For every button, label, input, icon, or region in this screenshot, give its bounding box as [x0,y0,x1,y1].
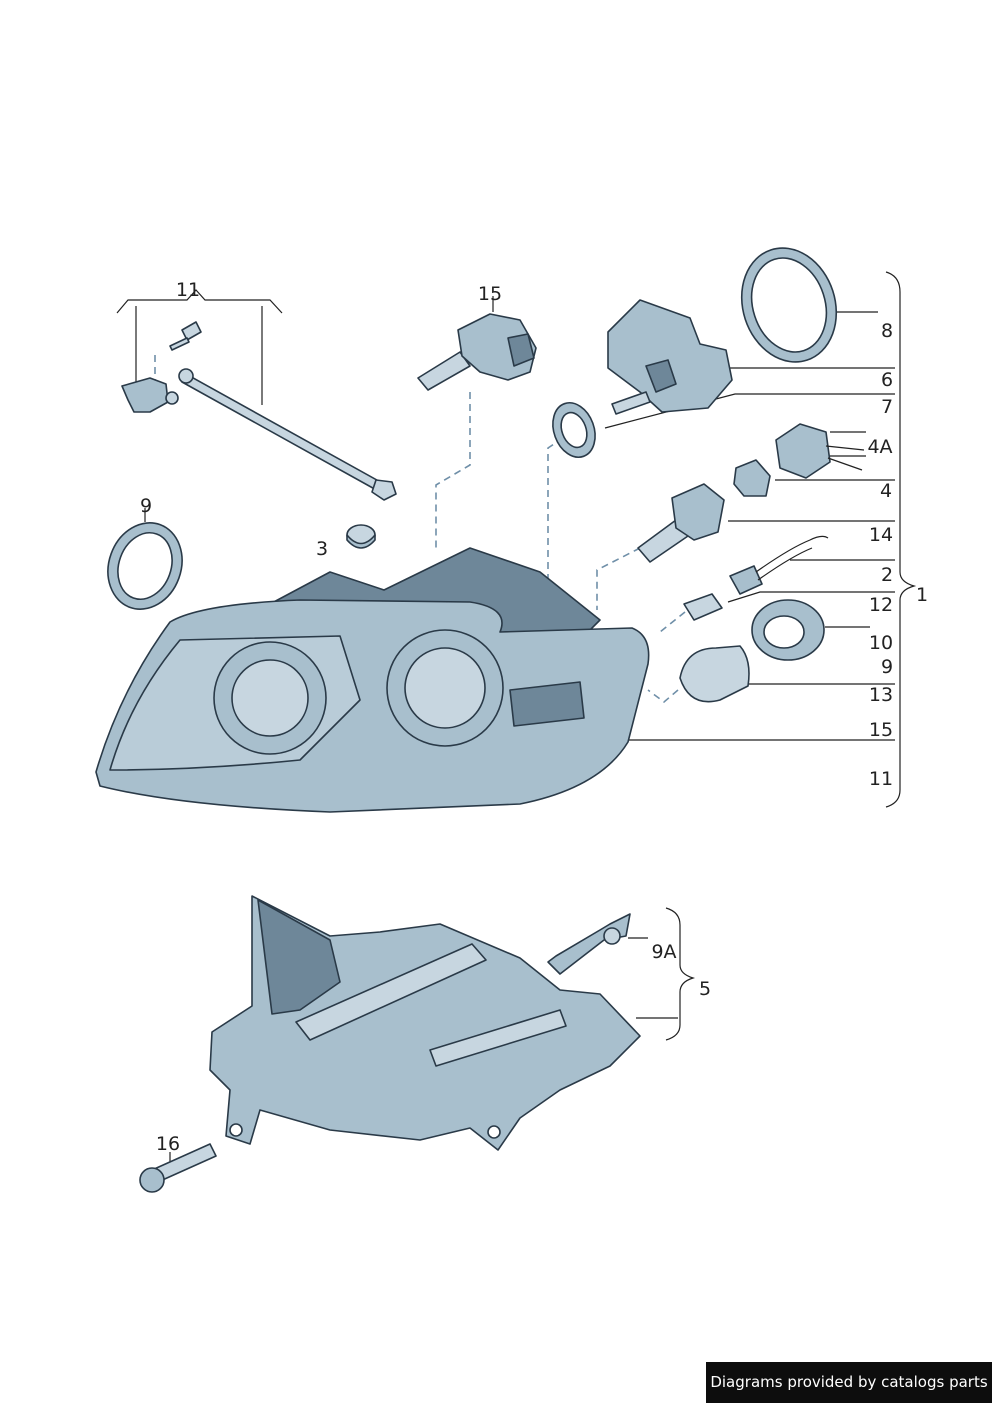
callout-4: 4 [880,480,892,502]
callout-13: 13 [869,684,893,706]
part-13-bulb [679,645,750,703]
callout-1: 1 [916,584,928,606]
callout-15-top: 15 [478,283,502,305]
callout-12: 12 [869,594,893,616]
part-4a-connector [775,423,865,479]
callout-16: 16 [156,1133,180,1155]
part-15-bulb-top [417,313,537,391]
callout-9a: 9A [651,941,676,963]
callout-4a: 4A [867,436,892,458]
leader-lines [135,296,895,1162]
callout-11-right: 11 [869,768,893,790]
callout-9-right: 9 [881,656,893,678]
part-16-screw [139,1143,217,1193]
bracket-11-top [116,289,283,314]
callout-3: 3 [316,538,328,560]
callout-6: 6 [881,369,893,391]
part-3-cap [346,524,376,549]
callout-2: 2 [881,564,893,586]
part-4-socket [733,459,771,497]
part-11-adjuster [121,321,397,501]
part-9a-lever [547,913,631,975]
callout-11-top: 11 [176,279,200,301]
headlight-housing [95,547,650,813]
callout-8: 8 [881,320,893,342]
callout-7: 7 [881,396,893,418]
part-6-motor [607,299,733,415]
callout-10: 10 [869,632,893,654]
part-12-bulb [683,593,723,621]
credit-banner: Diagrams provided by catalogs parts [706,1362,992,1403]
part-10-socket [751,599,825,661]
bracket-1 [885,271,917,808]
bracket-5 [665,907,696,1041]
part-14-bulb [637,483,725,563]
part-8-ring [740,247,838,363]
part-5-casing [209,895,641,1151]
callout-9-left: 9 [140,495,152,517]
callout-15-right: 15 [869,719,893,741]
part-9-seal-left [107,522,183,610]
part-7-gasket [552,402,596,458]
callout-14: 14 [869,524,893,546]
part-2-harness [729,535,829,595]
callout-5: 5 [699,978,711,1000]
